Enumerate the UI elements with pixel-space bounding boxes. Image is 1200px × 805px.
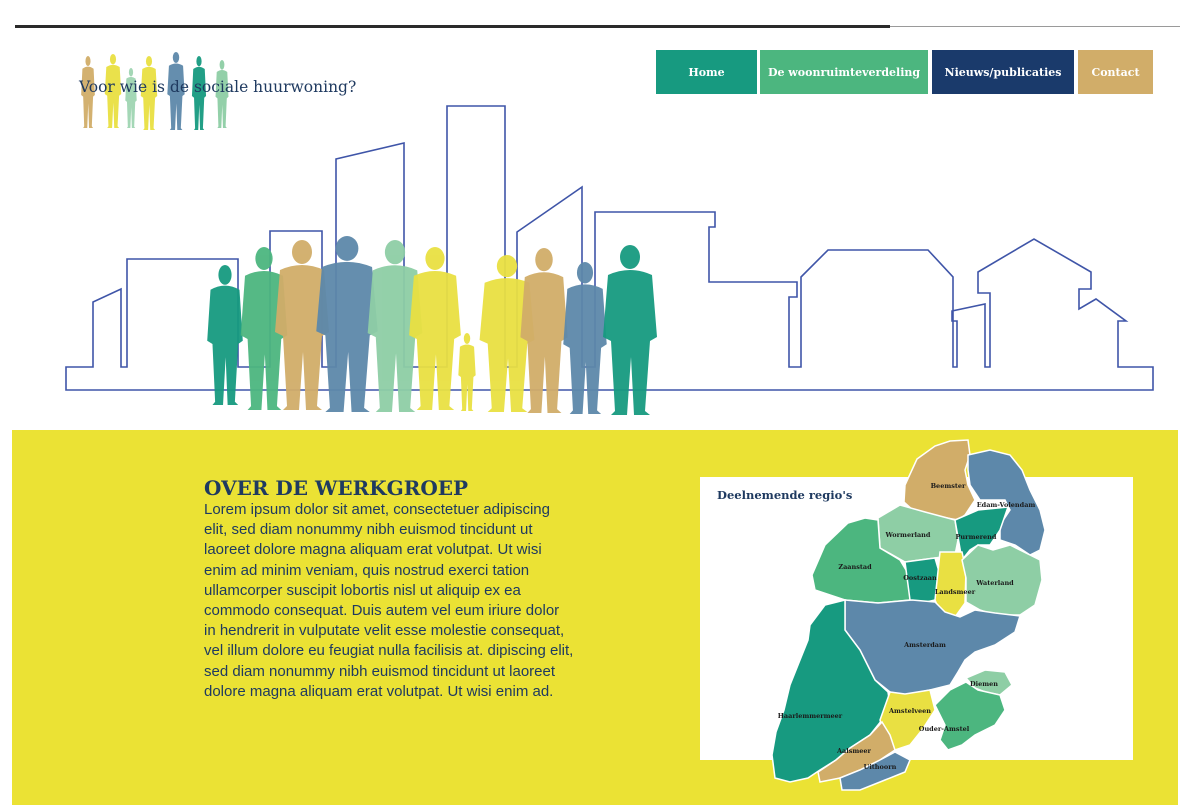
nav-woonruimteverdeling-button[interactable]: De woonruimteverdeling — [760, 50, 928, 94]
person-silhouette — [367, 240, 423, 412]
person-silhouette — [603, 245, 657, 415]
person-silhouette — [104, 54, 122, 128]
region-label-landsmeer: Landsmeer — [935, 588, 976, 596]
region-label-zaanstad: Zaanstad — [838, 563, 872, 571]
about-body-text: Lorem ipsum dolor sit amet, consectetuer… — [204, 501, 574, 700]
region-label-uithoorn: Uithoorn — [864, 763, 897, 771]
region-label-oostzaan: Oostzaan — [903, 574, 937, 582]
person-silhouette — [125, 68, 137, 128]
hero-skyline-illustration — [65, 105, 1154, 415]
region-label-ouder-amstel: Ouder-Amstel — [919, 725, 970, 733]
region-ouder-amstel[interactable] — [934, 681, 1006, 751]
nav-contact-button[interactable]: Contact — [1078, 50, 1153, 94]
region-label-wormerland: Wormerland — [885, 531, 931, 539]
person-silhouette — [215, 60, 229, 128]
person-silhouette — [81, 56, 95, 128]
nav-home-button[interactable]: Home — [656, 50, 757, 94]
region-label-amstelveen: Amstelveen — [888, 707, 931, 715]
nav-nieuws-publicaties-button[interactable]: Nieuws/publicaties — [932, 50, 1074, 94]
logo-people-graphic — [81, 52, 229, 130]
person-silhouette — [458, 333, 476, 411]
person-silhouette — [563, 262, 607, 414]
person-silhouette — [316, 236, 378, 412]
about-heading: OVER DE WERKGROEP — [204, 476, 469, 500]
region-uithoorn[interactable] — [839, 751, 911, 791]
person-silhouette — [409, 247, 461, 410]
region-waterland[interactable] — [961, 544, 1043, 616]
top-rule-faded — [890, 26, 1180, 27]
person-silhouette — [140, 56, 158, 130]
region-label-haarlemmermeer: Haarlemmermeer — [778, 712, 843, 720]
region-map-title: Deelnemende regio's — [717, 488, 853, 502]
site-logo[interactable]: Voor wie is de sociale huurwoning? — [75, 50, 375, 132]
region-aalsmeer[interactable] — [817, 720, 896, 783]
region-label-waterland: Waterland — [975, 579, 1014, 587]
person-silhouette — [479, 255, 535, 412]
person-silhouette — [207, 265, 243, 405]
region-label-purmerend: Purmerend — [956, 533, 997, 541]
person-silhouette — [191, 56, 207, 130]
person-silhouette — [275, 240, 329, 410]
region-label-edam-volendam: Edam-Volendam — [977, 501, 1036, 509]
person-silhouette — [167, 52, 185, 130]
person-silhouette — [520, 248, 568, 413]
region-edam-volendam[interactable] — [967, 449, 1046, 556]
region-label-diemen: Diemen — [970, 680, 998, 688]
region-label-aalsmeer: Aalsmeer — [836, 747, 872, 755]
top-rule — [15, 25, 890, 28]
site-title: Voor wie is de sociale huurwoning? — [79, 78, 357, 96]
region-beemster[interactable] — [903, 439, 976, 521]
region-label-amsterdam: Amsterdam — [903, 641, 946, 649]
region-label-beemster: Beemster — [931, 482, 966, 490]
person-silhouette — [240, 247, 288, 410]
